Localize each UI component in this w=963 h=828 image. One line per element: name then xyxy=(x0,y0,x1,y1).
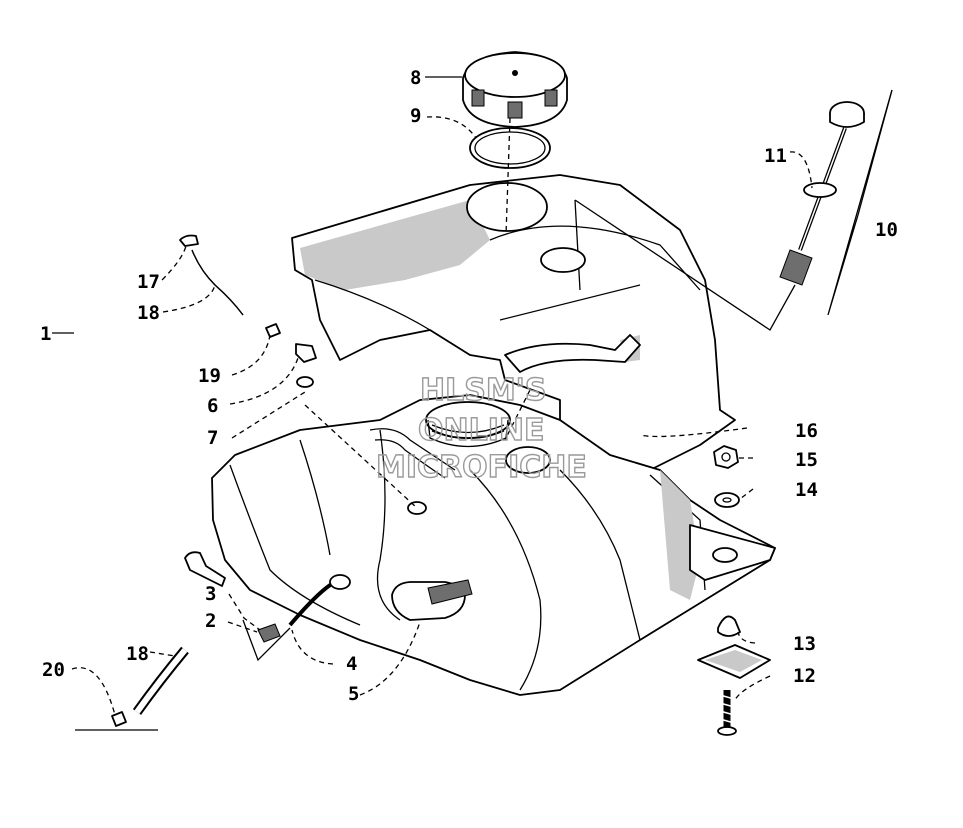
callout-11: 11 xyxy=(764,145,787,167)
watermark: HLSM'S ONLINE MICROFICHE xyxy=(375,372,587,485)
callout-7: 7 xyxy=(207,427,218,449)
watermark-line2: ONLINE xyxy=(418,413,545,448)
callout-6: 6 xyxy=(207,395,218,417)
callout-8: 8 xyxy=(410,67,421,89)
clamp-20 xyxy=(111,711,127,727)
fitting-2 xyxy=(257,623,281,643)
callout-5: 5 xyxy=(348,683,359,705)
watermark-line3: MICROFICHE xyxy=(376,450,587,485)
washer-14 xyxy=(714,492,740,508)
clamp-3 xyxy=(184,551,226,587)
callout-12: 12 xyxy=(793,665,816,687)
callout-10: 10 xyxy=(875,219,898,241)
fitting-6 xyxy=(295,343,317,363)
callout-15: 15 xyxy=(795,449,818,471)
callout-3: 3 xyxy=(205,583,216,605)
fuel-tank xyxy=(211,394,776,696)
gasket-9 xyxy=(469,127,551,169)
callout-9: 9 xyxy=(410,105,421,127)
callout-13: 13 xyxy=(793,633,816,655)
gas-cap-8 xyxy=(462,51,568,128)
callout-18-upper: 18 xyxy=(137,302,160,324)
grommet-7 xyxy=(296,376,314,388)
callout-18-lower: 18 xyxy=(126,643,149,665)
callout-16: 16 xyxy=(795,420,818,442)
callout-20: 20 xyxy=(42,659,65,681)
grommet-13 xyxy=(717,615,741,637)
o-ring-11 xyxy=(803,182,837,198)
fuel-gauge-10 xyxy=(779,101,865,286)
filler-opening xyxy=(466,182,548,232)
callout-1: 1 xyxy=(40,323,51,345)
tank-cover xyxy=(291,174,736,471)
clamp-17 xyxy=(179,234,199,247)
leader-lines xyxy=(52,76,893,731)
gauge-opening xyxy=(540,247,586,273)
callout-14: 14 xyxy=(795,479,818,501)
callout-4: 4 xyxy=(346,653,357,675)
callout-17: 17 xyxy=(137,271,160,293)
clamp-19 xyxy=(265,323,281,338)
callout-2: 2 xyxy=(205,610,216,632)
vent-hose-16 xyxy=(504,334,641,373)
screw-12 xyxy=(717,690,737,736)
watermark-line1: HLSM'S xyxy=(420,373,546,408)
callout-labels: 1 2 3 4 5 6 7 8 9 10 11 12 13 14 15 16 1… xyxy=(40,67,898,705)
nut-15 xyxy=(713,445,739,469)
callout-19: 19 xyxy=(198,365,221,387)
